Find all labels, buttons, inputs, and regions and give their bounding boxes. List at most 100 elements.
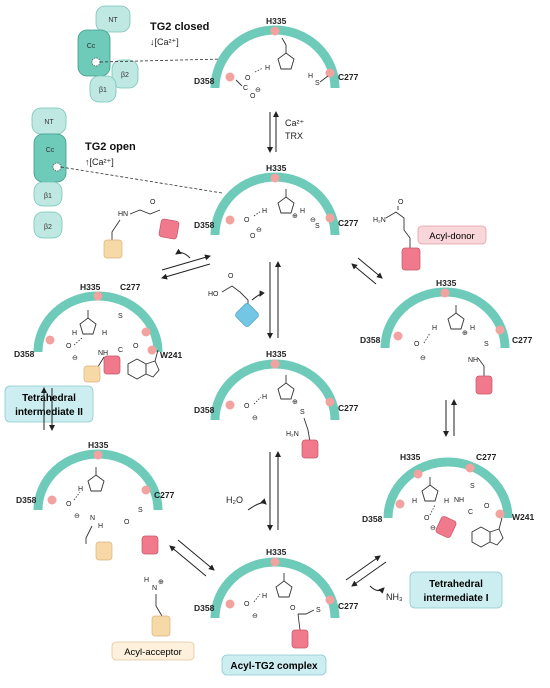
tg2-closed-ca-note: ↓[Ca²⁺] <box>150 37 179 47</box>
atom-o: O <box>124 519 130 526</box>
atom-o: O <box>414 341 420 348</box>
atom-h: H <box>308 73 313 80</box>
residue-h335: H335 <box>80 282 101 292</box>
domain-b2-label: β2 <box>121 72 129 79</box>
atom-nh: NH <box>468 357 478 364</box>
tetrahedral-intermediate-i: H335 C277 D358 W241 H H O ⊖ S NH C O Tet… <box>362 452 534 609</box>
residue-w241-label: W241 <box>160 350 182 360</box>
atom-o: O <box>133 343 139 350</box>
residue-c277: C277 <box>120 282 141 292</box>
charge-minus: ⊖ <box>252 415 258 422</box>
calcium-label: Ca²⁺ <box>285 118 305 128</box>
atom-o: O <box>290 605 296 612</box>
domain-nt-label: NT <box>44 119 54 126</box>
atom-o: O <box>66 343 72 350</box>
atom-h: H <box>262 394 267 401</box>
atom-s: S <box>470 483 475 490</box>
atom-h: H <box>78 486 83 493</box>
charge-minus: ⊖ <box>252 613 258 620</box>
atom-s: S <box>300 409 305 416</box>
acyl-tg2-label: Acyl-TG2 complex <box>230 661 318 672</box>
atom-o: O <box>250 233 256 240</box>
residue-c277: C277 <box>476 452 497 462</box>
acyl-enzyme-right: H335 D358 C277 H H ⊕ O ⊖ S NH <box>360 278 533 395</box>
acyl-tg2-complex: H335 D358 C277 H O ⊖ O S Acyl-TG2 comple… <box>194 547 359 676</box>
active-site-closed: H335 D358 C277 H C O O ⊖ H S <box>194 16 359 100</box>
atom-h: H <box>444 498 449 505</box>
atom-ho: HO <box>208 291 219 298</box>
tetrahedral-intermediate-ii: H335 C277 D358 W241 H H S NH C O O ⊖ Tet… <box>4 282 182 423</box>
charge-minus: ⊖ <box>72 355 78 362</box>
atom-h: H <box>262 593 267 600</box>
residue-h335: H335 <box>266 349 287 359</box>
atom-o: O <box>398 199 404 206</box>
domain-b1-label: β1 <box>99 87 107 94</box>
residue-h335: H335 <box>436 278 457 288</box>
atom-s: S <box>315 80 320 87</box>
acid-product: HO O <box>208 273 259 327</box>
atom-h: H <box>144 577 149 584</box>
acyl-donor-molecule: H₂N O Acyl-donor <box>373 199 487 271</box>
charge-minus: ⊖ <box>256 227 262 234</box>
tg2-open-title: TG2 open <box>85 141 136 153</box>
water-label: H₂O <box>226 495 243 505</box>
atom-h2n: H₂N <box>286 431 299 438</box>
activation-step: Ca²⁺ TRX <box>267 111 305 153</box>
residue-d358: D358 <box>194 76 215 86</box>
atom-o: O <box>484 503 490 510</box>
atom-nh: NH <box>98 350 108 357</box>
domain-cc-label: Cc <box>46 147 55 154</box>
residue-d358: D358 <box>362 514 383 524</box>
residue-h335: H335 <box>400 452 421 462</box>
atom-s: S <box>315 223 320 230</box>
atom-o: O <box>250 93 256 100</box>
residue-c277: C277 <box>338 218 359 228</box>
residue-d358: D358 <box>194 405 215 415</box>
atom-n: N <box>90 515 95 522</box>
residue-c277: C277 <box>154 490 175 500</box>
atom-o: O <box>244 217 250 224</box>
tg2-closed-structure: NT Cc β2 β1 TG2 closed ↓[Ca²⁺] <box>77 5 223 103</box>
tg2-closed-title: TG2 closed <box>150 21 209 33</box>
charge-minus: ⊖ <box>74 513 80 520</box>
charge-plus: ⊕ <box>462 330 468 337</box>
atom-c: C <box>243 85 248 92</box>
domain-cc-label: Cc <box>87 43 96 50</box>
atom-h: H <box>262 208 267 215</box>
charge-plus: ⊕ <box>292 213 298 220</box>
atom-h: H <box>102 330 107 337</box>
residue-w241: W241 <box>512 512 534 522</box>
atom-h: H <box>72 330 77 337</box>
charge-minus: ⊖ <box>430 525 436 532</box>
acyl-donor-label: Acyl-donor <box>429 231 474 242</box>
residue-c277: C277 <box>512 335 533 345</box>
atom-h: H <box>412 498 417 505</box>
residue-c277: C277 <box>338 403 359 413</box>
charge-minus: ⊖ <box>255 87 261 94</box>
residue-d358: D358 <box>16 495 37 505</box>
acceptor-attack-complex: H335 D358 C277 H O ⊖ N H S O <box>16 440 175 561</box>
atom-n: N <box>152 585 157 592</box>
trx-label: TRX <box>285 131 303 141</box>
atom-o: O <box>244 601 250 608</box>
residue-d358: D358 <box>194 603 215 613</box>
atom-c: C <box>468 509 473 516</box>
residue-h335: H335 <box>88 440 109 450</box>
residue-d358: D358 <box>194 220 215 230</box>
residue-d358: D358 <box>14 349 35 359</box>
atom-h: H <box>432 325 437 332</box>
charge-plus: ⊕ <box>158 579 164 586</box>
acyl-acceptor-molecule: H N ⊕ Acyl-acceptor <box>111 577 195 661</box>
atom-h2n: H₂N <box>373 217 386 224</box>
atom-o: O <box>424 515 430 522</box>
tetra-ii-label-line2: intermediate II <box>15 407 83 418</box>
atom-hn: HN <box>118 211 128 218</box>
atom-h: H <box>470 325 475 332</box>
residue-d358: D358 <box>360 335 381 345</box>
atom-o: O <box>245 75 251 82</box>
atom-o: O <box>66 501 72 508</box>
atom-o: O <box>150 199 156 206</box>
acyl-acceptor-label: Acyl-acceptor <box>124 647 182 658</box>
tetra-i-label-line1: Tetrahedral <box>429 579 483 590</box>
domain-b2-label: β2 <box>44 224 52 231</box>
